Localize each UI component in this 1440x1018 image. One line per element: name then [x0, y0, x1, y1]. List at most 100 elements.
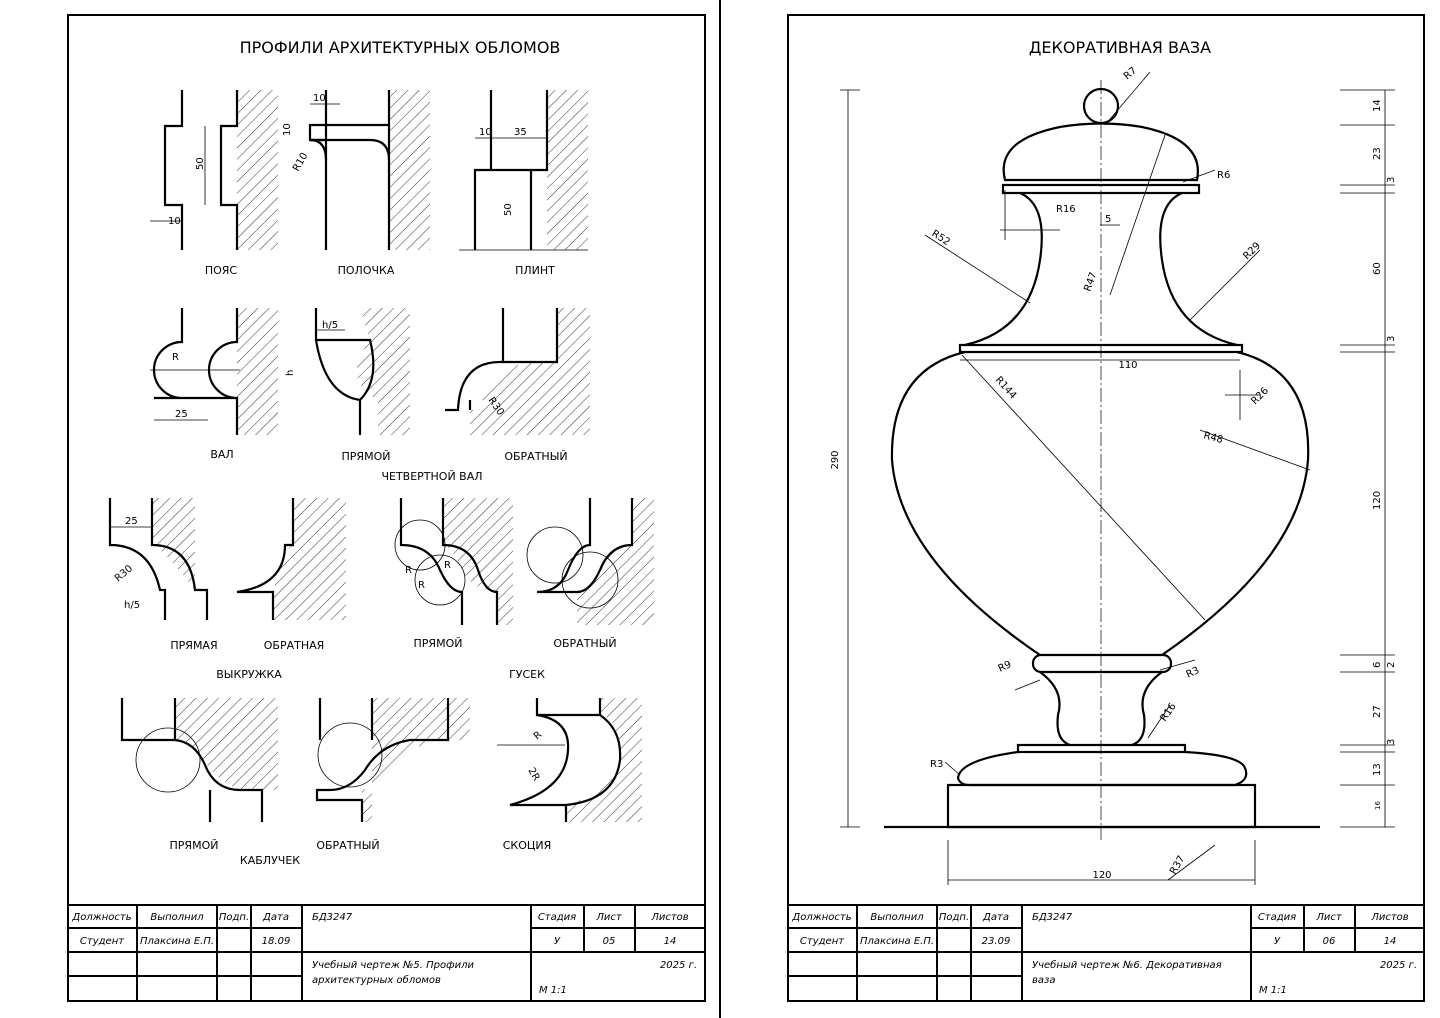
svg-text:Листов: Листов — [650, 912, 688, 923]
svg-text:М 1:1: М 1:1 — [1259, 985, 1287, 996]
svg-text:3: 3 — [1386, 739, 1397, 745]
profile-gusek-obratny: ОБРАТНЫЙ — [526, 498, 654, 650]
svg-text:R10: R10 — [291, 151, 310, 174]
svg-text:ПЛИНТ: ПЛИНТ — [515, 264, 555, 277]
svg-text:ОБРАТНАЯ: ОБРАТНАЯ — [264, 639, 325, 652]
profile-polochka: 10 10 R10 ПОЛОЧКА — [282, 90, 430, 277]
svg-text:ОБРАТНЫЙ: ОБРАТНЫЙ — [504, 450, 567, 463]
svg-text:R48: R48 — [1202, 430, 1224, 446]
svg-text:Плаксина Е.П.: Плаксина Е.П. — [860, 936, 934, 947]
svg-text:ОБРАТНЫЙ: ОБРАТНЫЙ — [553, 637, 616, 650]
group-vykruzhka: ВЫКРУЖКА — [216, 668, 282, 681]
group-gusek: ГУСЕК — [509, 668, 545, 681]
svg-text:35: 35 — [514, 127, 527, 138]
svg-text:2: 2 — [1386, 662, 1397, 668]
profile-val: R 25 ВАЛ — [150, 308, 278, 461]
svg-text:Дата: Дата — [982, 912, 1009, 923]
svg-text:Стадия: Стадия — [1258, 912, 1296, 923]
svg-text:10: 10 — [313, 93, 326, 104]
profile-chetvertnoy-obratny: R30 ОБРАТНЫЙ — [445, 308, 590, 463]
svg-text:60: 60 — [1372, 262, 1383, 275]
title-block: Должность Выполнил Подп. Дата Студент Пл… — [787, 904, 1425, 1002]
svg-text:R: R — [405, 565, 412, 576]
left-sheet: ПРОФИЛИ АРХИТЕКТУРНЫХ ОБЛОМОВ 50 10 ПОЯС… — [67, 14, 706, 1002]
svg-text:10: 10 — [168, 216, 181, 227]
profile-chetvertnoy-pryamoy: h/5 h ПРЯМОЙ — [285, 308, 410, 463]
svg-text:120: 120 — [1092, 870, 1111, 881]
svg-text:R30: R30 — [113, 563, 135, 584]
svg-text:R144: R144 — [993, 375, 1019, 402]
profile-skotsiya: R 2R СКОЦИЯ — [497, 698, 642, 852]
svg-text:120: 120 — [1372, 491, 1383, 510]
svg-text:R16: R16 — [1056, 204, 1076, 215]
svg-text:h/5: h/5 — [322, 320, 338, 331]
svg-text:Плаксина Е.П.: Плаксина Е.П. — [140, 936, 214, 947]
svg-text:10: 10 — [479, 127, 492, 138]
svg-text:23.09: 23.09 — [982, 936, 1011, 947]
svg-text:Учебный чертеж №5. Профили: Учебный чертеж №5. Профили — [312, 959, 475, 971]
svg-text:50: 50 — [503, 203, 514, 216]
svg-text:Выполнил: Выполнил — [150, 912, 204, 923]
svg-text:Стадия: Стадия — [538, 912, 576, 923]
svg-text:R: R — [444, 560, 451, 571]
svg-text:R3: R3 — [930, 759, 943, 770]
svg-text:2025 г.: 2025 г. — [1380, 960, 1417, 971]
svg-text:У: У — [1274, 936, 1281, 947]
svg-text:ОБРАТНЫЙ: ОБРАТНЫЙ — [316, 839, 379, 852]
svg-text:2025 г.: 2025 г. — [660, 960, 697, 971]
svg-text:18.09: 18.09 — [262, 936, 291, 947]
svg-text:R29: R29 — [1241, 240, 1263, 262]
svg-text:Листов: Листов — [1370, 912, 1408, 923]
svg-text:290: 290 — [830, 450, 841, 469]
svg-text:ПРЯМОЙ: ПРЯМОЙ — [414, 637, 463, 650]
svg-text:50: 50 — [195, 157, 206, 170]
svg-text:У: У — [554, 936, 561, 947]
svg-text:R9: R9 — [997, 659, 1014, 675]
svg-text:h: h — [285, 370, 296, 376]
svg-text:14: 14 — [1384, 936, 1397, 947]
svg-text:Выполнил: Выполнил — [870, 912, 924, 923]
sheet-frame — [787, 14, 1425, 1002]
svg-text:13: 13 — [1372, 763, 1383, 776]
svg-text:Студент: Студент — [80, 936, 125, 947]
profile-poyas: 50 10 ПОЯС — [150, 90, 278, 277]
vase-drawing: R7 R6 R16 5 R52 R47 R29 110 R144 R26 R48… — [830, 65, 1397, 885]
svg-text:3: 3 — [1386, 336, 1397, 342]
svg-text:М 1:1: М 1:1 — [539, 985, 567, 996]
svg-text:R6: R6 — [1217, 170, 1230, 181]
svg-text:Должность: Должность — [791, 912, 851, 923]
svg-text:16: 16 — [1374, 801, 1382, 810]
svg-text:архитектурных обломов: архитектурных обломов — [312, 974, 441, 986]
svg-text:10: 10 — [282, 123, 293, 136]
svg-text:БД3247: БД3247 — [1032, 912, 1073, 923]
svg-text:СКОЦИЯ: СКОЦИЯ — [503, 839, 552, 852]
profile-plint: 10 35 50 ПЛИНТ — [459, 90, 588, 277]
sheet-title: ПРОФИЛИ АРХИТЕКТУРНЫХ ОБЛОМОВ — [240, 38, 561, 57]
svg-text:Студент: Студент — [800, 936, 845, 947]
svg-text:R: R — [172, 352, 179, 363]
svg-text:25: 25 — [125, 516, 138, 527]
group-kabluchek: КАБЛУЧЕК — [240, 854, 300, 867]
svg-text:БД3247: БД3247 — [312, 912, 353, 923]
svg-text:Подп.: Подп. — [939, 912, 969, 923]
svg-text:Лист: Лист — [1315, 912, 1343, 923]
profile-gusek-pryamoy: R R R ПРЯМОЙ — [394, 498, 513, 650]
svg-text:110: 110 — [1118, 360, 1137, 371]
svg-text:ПРЯМОЙ: ПРЯМОЙ — [170, 839, 219, 852]
svg-text:05: 05 — [603, 936, 616, 947]
svg-text:ПРЯМАЯ: ПРЯМАЯ — [170, 639, 217, 652]
profile-vykruzhka-pryamaya: 25 R30 h/5 ПРЯМАЯ — [108, 498, 218, 652]
svg-text:Учебный чертеж №6. Декоративна: Учебный чертеж №6. Декоративная — [1032, 959, 1222, 971]
profile-kabluchek-pryamoy: ПРЯМОЙ — [120, 698, 278, 852]
svg-text:R26: R26 — [1249, 385, 1271, 407]
svg-text:Лист: Лист — [595, 912, 623, 923]
svg-text:ПОЯС: ПОЯС — [205, 264, 238, 277]
svg-text:5: 5 — [1105, 214, 1111, 225]
group-chetvertnoy-val: ЧЕТВЕРТНОЙ ВАЛ — [381, 470, 482, 483]
svg-text:27: 27 — [1372, 705, 1383, 718]
svg-text:3: 3 — [1386, 177, 1397, 183]
svg-text:ваза: ваза — [1032, 975, 1055, 986]
svg-text:14: 14 — [664, 936, 677, 947]
svg-text:ВАЛ: ВАЛ — [210, 448, 233, 461]
